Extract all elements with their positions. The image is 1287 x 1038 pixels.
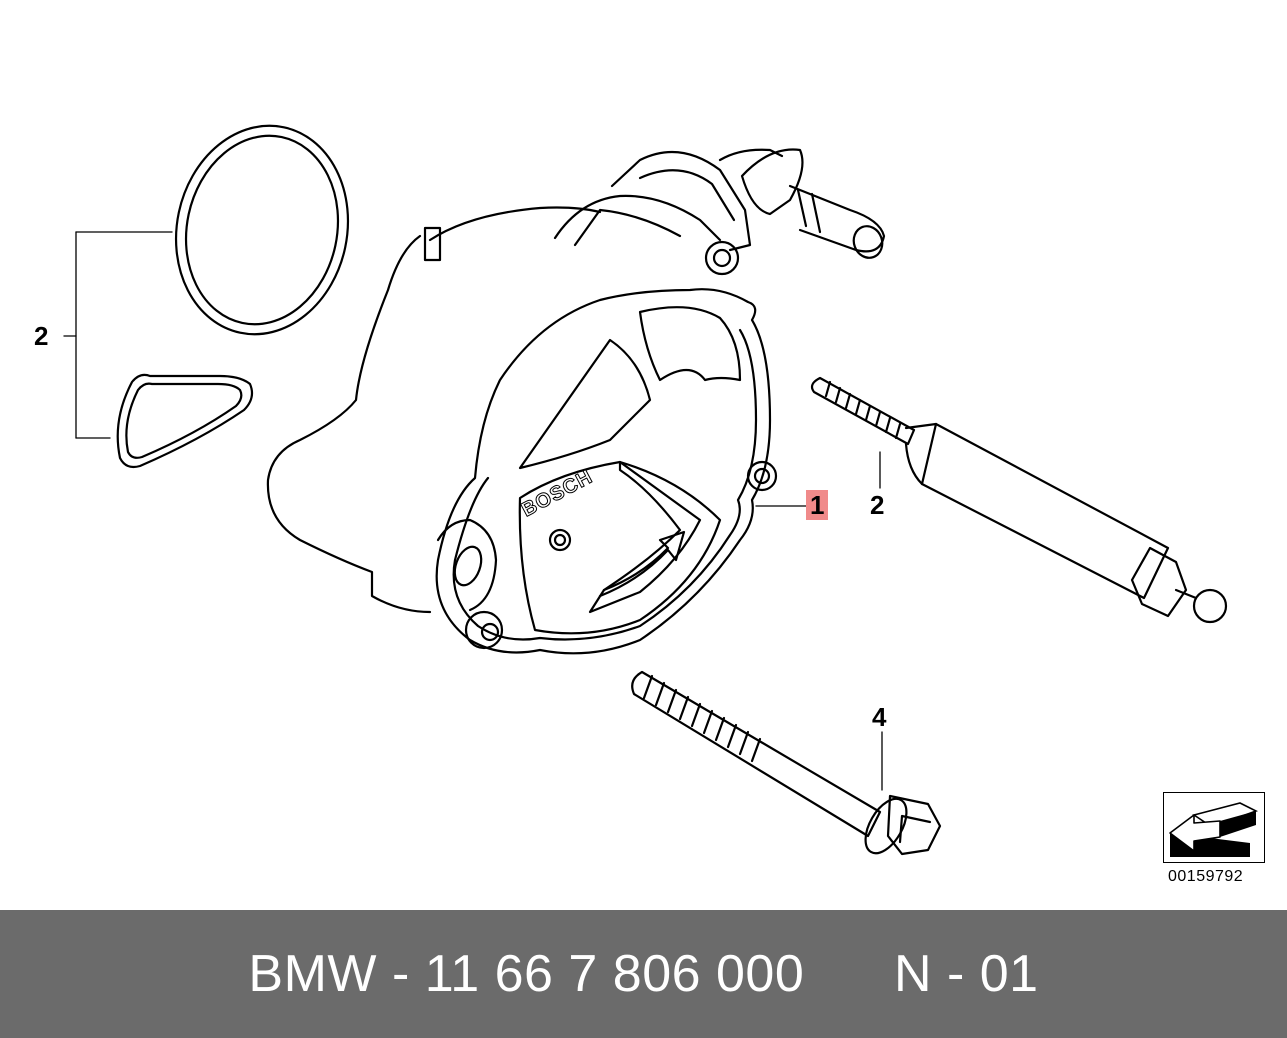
vacuum-pump	[266, 148, 886, 655]
seal-small	[116, 373, 254, 469]
reference-number: 00159792	[1168, 868, 1244, 885]
variant-code: N - 01	[893, 945, 1039, 1003]
callout-oring-group: 2	[34, 321, 49, 351]
arrow-icon	[1169, 802, 1259, 857]
callout-long-bolt: 2	[870, 490, 885, 520]
footer-part-label: BMW - 11 66 7 806 000 N - 01	[248, 944, 1038, 1004]
callout-pump: 1	[806, 490, 829, 520]
leader-oring-group	[63, 231, 173, 439]
oring-large	[174, 124, 350, 336]
long-bolt	[810, 376, 1228, 624]
short-bolt	[631, 670, 942, 856]
orientation-icon	[1163, 792, 1265, 863]
diagram-drawing	[63, 124, 1228, 856]
parts-diagram: 2 1 2 4 00159792 BOSCH	[34, 124, 1265, 885]
callout-short-bolt: 4	[872, 702, 887, 732]
footer-bar: BMW - 11 66 7 806 000 N - 01	[0, 910, 1287, 1038]
part-number: BMW - 11 66 7 806 000	[248, 945, 805, 1003]
